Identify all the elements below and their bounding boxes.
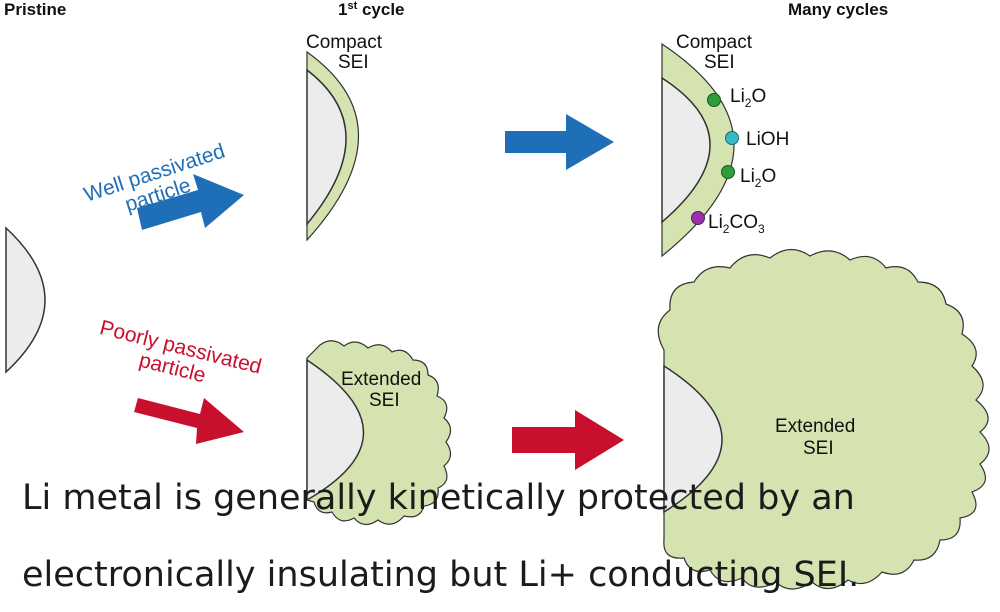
extended-sei-layer-first-cycle	[306, 340, 452, 526]
header-pristine: Pristine	[4, 0, 66, 19]
extended-sei-label-1-line1: Extended	[341, 369, 421, 390]
caption-line-1: Li metal is generally kinetically protec…	[22, 478, 855, 518]
li2co3-particle	[691, 211, 705, 225]
lioh-particle	[725, 131, 739, 145]
extended-sei-label-2-line1: Extended	[775, 416, 855, 437]
poorly-passivated-arrow	[134, 398, 244, 444]
red-arrow-many-cycles	[512, 410, 624, 470]
compact-sei-label-1-line2: SEI	[338, 52, 369, 73]
well-passivated-arrow	[137, 174, 244, 230]
compact-sei-label-2-line2: SEI	[704, 52, 735, 73]
species-label-li2co3: Li2CO3	[708, 212, 765, 236]
extended-sei-layer-many-cycles	[657, 248, 990, 590]
li2o-particle-1	[707, 93, 721, 107]
caption-line-2: electronically insulating but Li+ conduc…	[22, 555, 860, 595]
header-first-cycle: 1st cycle	[338, 0, 405, 19]
extended-sei-label-2-line2: SEI	[803, 438, 834, 459]
poorly-passivated-label: Poorly passivated particle	[97, 316, 263, 387]
metal-particle-many-cycles-top	[661, 76, 711, 224]
species-label-li2o-1: Li2O	[730, 86, 766, 110]
metal-particle-first-cycle-bottom	[306, 358, 364, 502]
extended-sei-label-1-line2: SEI	[369, 390, 400, 411]
metal-particle-many-cycles-bottom	[663, 364, 723, 514]
compact-sei-label-1-line1: Compact	[306, 32, 383, 53]
species-label-li2o-2: Li2O	[740, 166, 776, 190]
compact-sei-label-2-line1: Compact	[676, 32, 753, 53]
header-many-cycles: Many cycles	[788, 0, 888, 19]
blue-arrow-many-cycles	[505, 114, 614, 170]
metal-particle-first-cycle-top	[306, 68, 347, 227]
li2o-particle-2	[721, 165, 735, 179]
pristine-particle	[5, 226, 46, 374]
species-label-lioh: LiOH	[746, 129, 789, 150]
